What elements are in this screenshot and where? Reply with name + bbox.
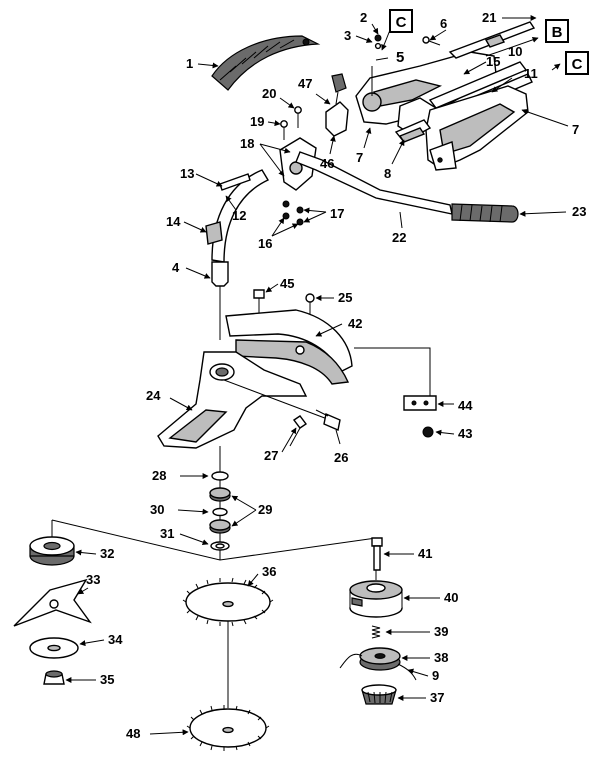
callout-34: 34 [108,632,123,647]
callout-44: 44 [458,398,473,413]
callout-46: 46 [320,156,334,171]
callout-25: 25 [338,290,352,305]
spindle-stack-part-28-31 [209,446,231,560]
throttle-part-46-47 [325,73,349,137]
washers-part-16-17 [282,200,304,226]
svg-text:C: C [396,14,407,31]
callout-29: 29 [258,502,272,517]
callout-23: 23 [572,204,586,219]
callout-7-left: 7 [356,150,363,165]
callout-48: 48 [126,726,140,741]
boxed-reference-b: B [545,19,569,43]
bolt-part-26 [315,409,341,431]
callout-4: 4 [172,260,180,275]
handle-grip-part-23 [451,203,519,223]
callout-22: 22 [392,230,406,245]
callout-42: 42 [348,316,362,331]
callout-37: 37 [430,690,444,705]
coupling-part-4 [211,261,229,340]
trimmer-head-part-40 [349,580,403,618]
nut-part-35 [43,670,65,685]
callout-36: 36 [262,564,276,579]
blade-part-33 [13,578,92,627]
callout-38: 38 [434,650,448,665]
bump-knob-part-37 [361,684,397,705]
callout-18: 18 [240,136,254,151]
callout-14: 14 [166,214,181,229]
boxed-reference-c-right: C [565,51,589,75]
gear-head-part-24 [157,351,331,449]
small-screws [280,34,441,140]
saw-blade-part-36 [182,577,274,627]
callout-31: 31 [160,526,174,541]
callout-2: 2 [360,10,367,25]
callout-3: 3 [344,28,351,43]
callout-45: 45 [280,276,294,291]
callout-43: 43 [458,426,472,441]
handle-housing-part-7 [425,85,529,171]
callout-11: 11 [524,66,538,81]
svg-text:B: B [552,24,563,41]
callout-labels: 1 2 3 5 6 21 10 15 11 7 47 20 19 46 18 7… [86,10,586,741]
saw-blade-part-48 [186,705,270,751]
callout-35: 35 [100,672,114,687]
grip-strap-part-1 [211,35,321,91]
bolt-part-41 [371,537,383,571]
callout-16: 16 [258,236,272,251]
callout-39: 39 [434,624,448,639]
callout-10: 10 [508,44,522,59]
callout-47: 47 [298,76,312,91]
callout-41: 41 [418,546,432,561]
callout-24: 24 [146,388,161,403]
callout-26: 26 [334,450,348,465]
callout-7-right: 7 [572,122,579,137]
callout-8: 8 [384,166,391,181]
callout-32: 32 [100,546,114,561]
callout-21: 21 [482,10,496,25]
callout-40: 40 [444,590,458,605]
callout-20: 20 [262,86,276,101]
disc-part-34 [29,637,79,659]
callout-33: 33 [86,572,100,587]
boxed-reference-c-top: C [389,9,413,33]
callout-5: 5 [396,49,404,66]
bolt-part-27 [289,415,308,447]
hub-part-32 [29,536,75,566]
leader-lines [65,15,569,736]
callout-6: 6 [440,16,447,31]
callout-12: 12 [232,208,246,223]
callout-1: 1 [186,56,193,71]
drive-shaft-part-21 [448,21,536,59]
blade-guard-part-42 [225,309,431,396]
spool-part-38 [339,647,417,681]
curved-shaft-part-12 [205,169,269,263]
svg-text:C: C [572,56,583,73]
callout-30: 30 [150,502,164,517]
nut-part-43 [422,426,434,438]
spring-part-39 [371,625,381,639]
callout-9: 9 [432,668,439,683]
callout-19: 19 [250,114,264,129]
bracket-part-44 [403,395,437,411]
callout-17: 17 [330,206,344,221]
callout-28: 28 [152,468,166,483]
callout-13: 13 [180,166,194,181]
callout-15: 15 [486,54,500,69]
callout-27: 27 [264,448,278,463]
